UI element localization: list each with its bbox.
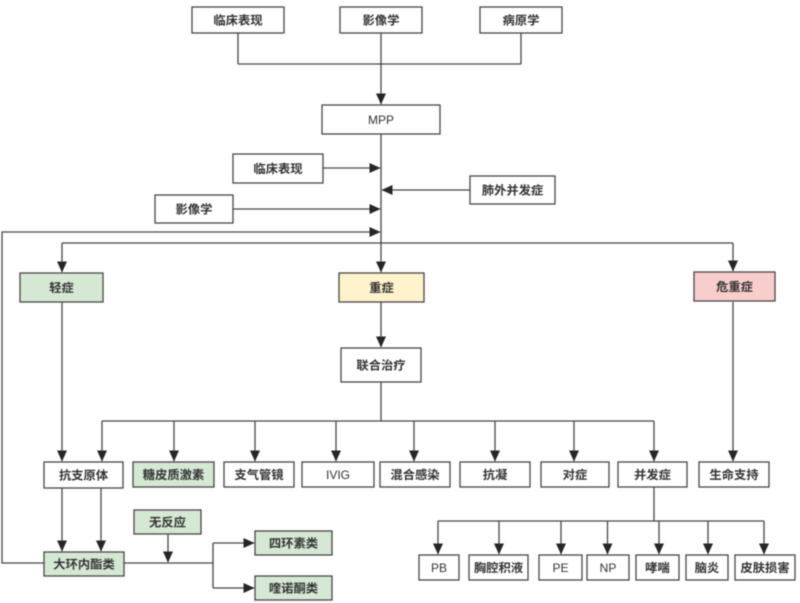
svg-text:NP: NP	[600, 561, 617, 575]
svg-text:PE: PE	[552, 561, 568, 575]
svg-text:PB: PB	[431, 561, 447, 575]
svg-text:MPP: MPP	[368, 113, 394, 127]
svg-text:IVIG: IVIG	[326, 468, 350, 482]
